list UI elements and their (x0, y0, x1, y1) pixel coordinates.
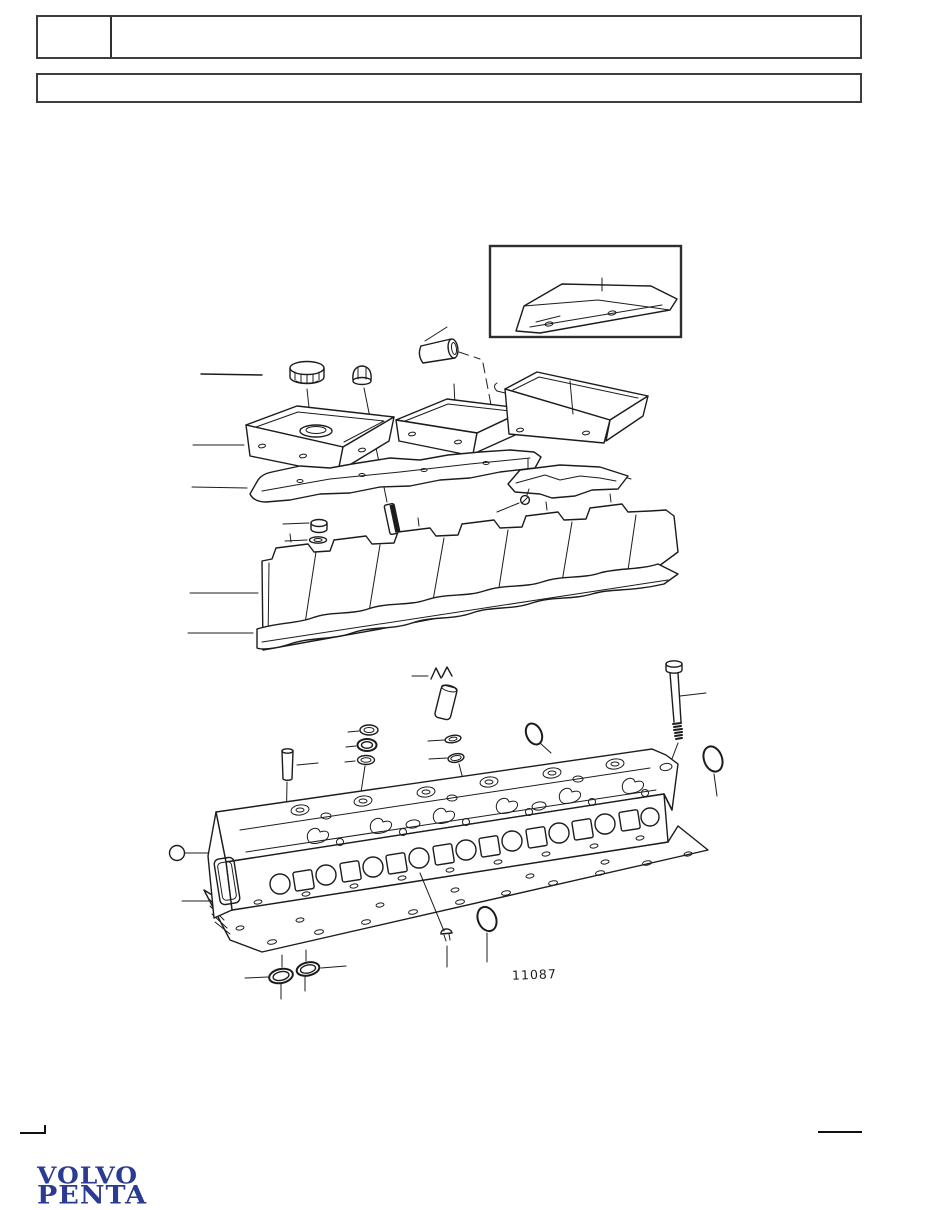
header-row-secondary (36, 73, 862, 103)
front-face-bolt-holes (253, 835, 645, 905)
bottom-core-plug (476, 905, 498, 963)
header-cell-divider (110, 17, 112, 57)
crop-mark-right (818, 1131, 862, 1133)
bottom-seal-rings (244, 949, 347, 1000)
valve-stem-seal-stack (344, 724, 379, 847)
stud-washer (284, 536, 328, 544)
valve-cover-inset-box (488, 244, 683, 339)
top-core-plug (524, 722, 552, 754)
one-piece-cover-gasket (187, 563, 679, 650)
right-core-plug (702, 745, 724, 797)
valve-cover-left (192, 405, 395, 475)
crop-mark-left-tick (44, 1125, 46, 1134)
head-bolt (665, 660, 707, 765)
cover-gasket-left (191, 449, 542, 503)
breather-pipe-dashed-line (458, 351, 493, 411)
logo-line-volvo: VOLVO (37, 1162, 139, 1189)
valve-lifter-group (411, 666, 479, 815)
small-plug (419, 872, 453, 968)
top-face-bosses (290, 758, 625, 820)
stud-nut (282, 518, 328, 534)
cylinder-head (168, 748, 679, 919)
cover-stud (383, 502, 401, 536)
front-face-ports (269, 807, 660, 895)
cover-gasket-right (496, 458, 632, 513)
logo-line-penta: PENTA (37, 1180, 148, 1210)
crop-mark-left (20, 1132, 45, 1134)
header-table (36, 15, 862, 59)
figure-number: 11087 (511, 966, 558, 983)
top-face-s-passages (306, 762, 673, 846)
inset-valve-cover (515, 277, 678, 334)
volvo-penta-logo: VOLVO PENTA (37, 1162, 148, 1210)
valve-cover-right (494, 371, 649, 444)
gasket-screw (496, 488, 531, 513)
breather-pipe (418, 326, 493, 411)
